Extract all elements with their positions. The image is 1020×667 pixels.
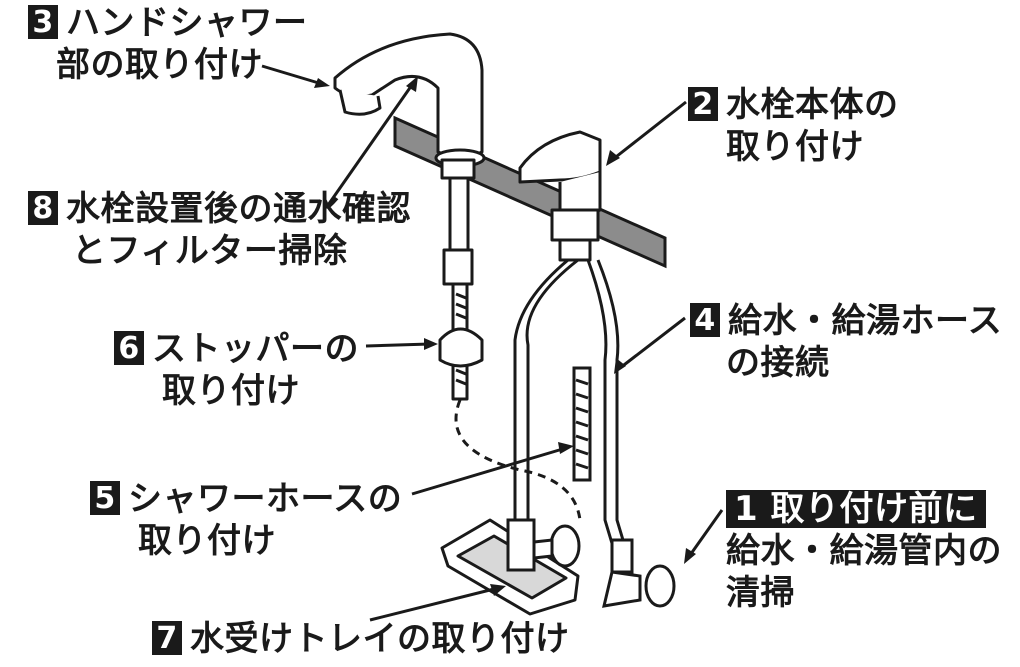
step-6-title: ストッパーの (152, 329, 359, 369)
step-number-badge: 6 (114, 331, 144, 366)
step-1-number: 1 (734, 489, 759, 529)
stop-valves (506, 518, 676, 608)
counter-edge (393, 115, 667, 269)
step-number-badge: 4 (690, 303, 720, 338)
faucet-body (518, 130, 602, 262)
step-number-badge: 8 (28, 191, 58, 226)
step-6-subtitle: 取り付け (162, 371, 300, 411)
step-1-callout: 1 取り付け前に 給水・給湯管内の 清掃 (726, 488, 1002, 614)
step-4-subtitle: の接続 (726, 343, 830, 383)
step-5-title: シャワーホースの (128, 479, 403, 519)
shower-hose (454, 366, 592, 521)
leader-lines (261, 64, 724, 622)
hand-shower-faucet (333, 32, 486, 401)
step-8-subtitle: とフィルター掃除 (72, 231, 348, 271)
step-3-title: ハンドシャワー (66, 3, 308, 43)
step-3-subtitle: 部の取り付け (56, 45, 263, 85)
step-1-subtitle-2: 清掃 (726, 573, 795, 613)
step-number-badge: 7 (152, 621, 182, 656)
step-number-badge: 2 (688, 87, 718, 122)
arrow-heads (314, 76, 696, 596)
step-1-title: 取り付け前に (770, 489, 978, 529)
step-2-subtitle: 取り付け (726, 127, 864, 167)
step-2-title: 水栓本体の (726, 85, 899, 125)
step-7-title: 水受けトレイの取り付け (190, 619, 570, 659)
step-5-subtitle: 取り付け (138, 521, 276, 561)
step-8-title: 水栓設置後の通水確認 (66, 189, 411, 229)
step-1-subtitle: 給水・給湯管内の (726, 531, 1002, 571)
step-number-badge: 5 (90, 481, 120, 516)
step-4-title: 給水・給湯ホース (728, 301, 1003, 341)
step-1-banner: 1 取り付け前に (726, 490, 986, 528)
step-number-badge: 3 (28, 5, 58, 40)
